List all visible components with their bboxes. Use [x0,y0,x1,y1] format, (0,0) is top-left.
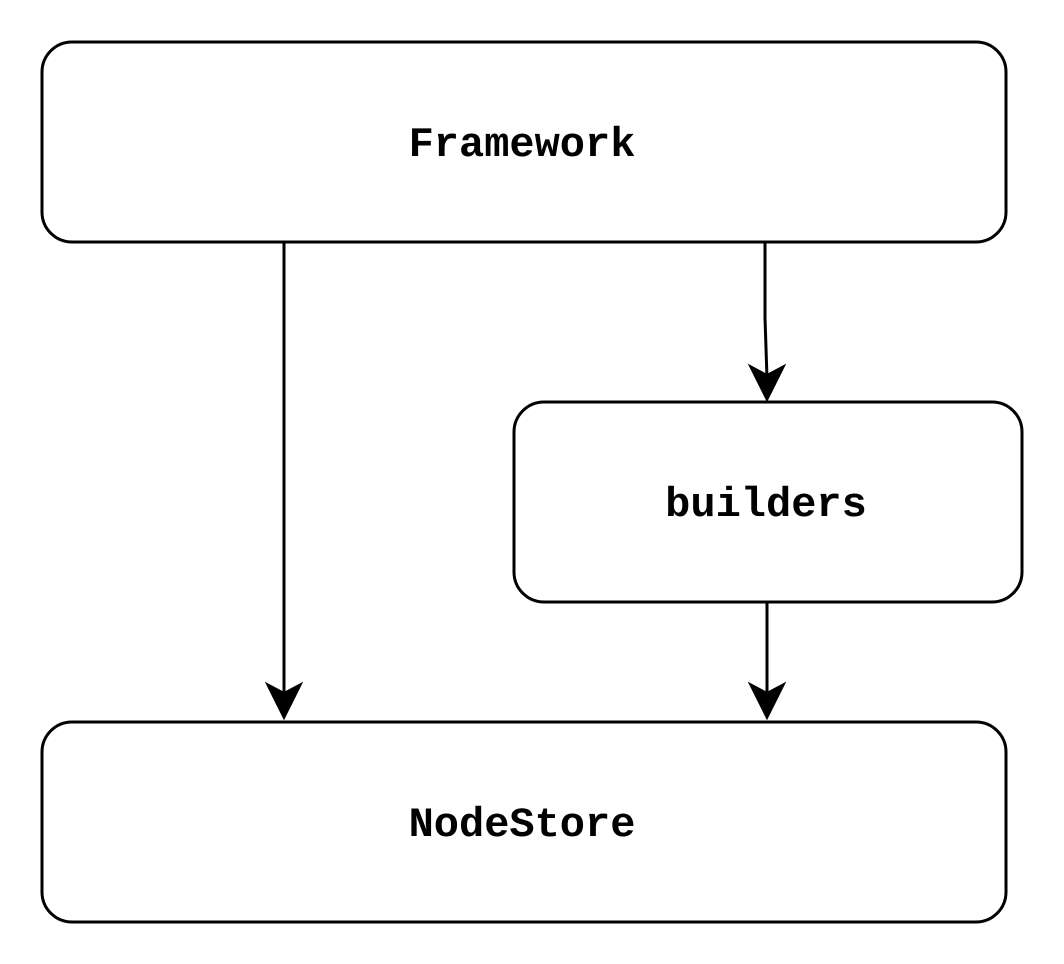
edge-builders-to-nodestore [747,602,787,721]
node-nodestore: NodeStore [40,720,1008,924]
node-builders-box [512,400,1024,604]
node-builders-label: builders [665,481,867,529]
edge-framework-to-nodestore [264,242,304,721]
node-nodestore-box [40,720,1008,924]
edge-framework-to-builders-arrowhead [747,363,787,403]
node-framework-label: Framework [409,121,636,169]
edge-framework-to-nodestore-arrowhead [264,681,304,721]
node-framework-box [40,40,1008,244]
node-builders: builders [512,400,1024,604]
node-framework: Framework [40,40,1008,244]
edge-builders-to-nodestore-arrowhead [747,681,787,721]
edge-framework-to-builders [747,242,787,403]
node-nodestore-label: NodeStore [409,801,636,849]
edge-framework-to-builders-line [763,242,769,379]
